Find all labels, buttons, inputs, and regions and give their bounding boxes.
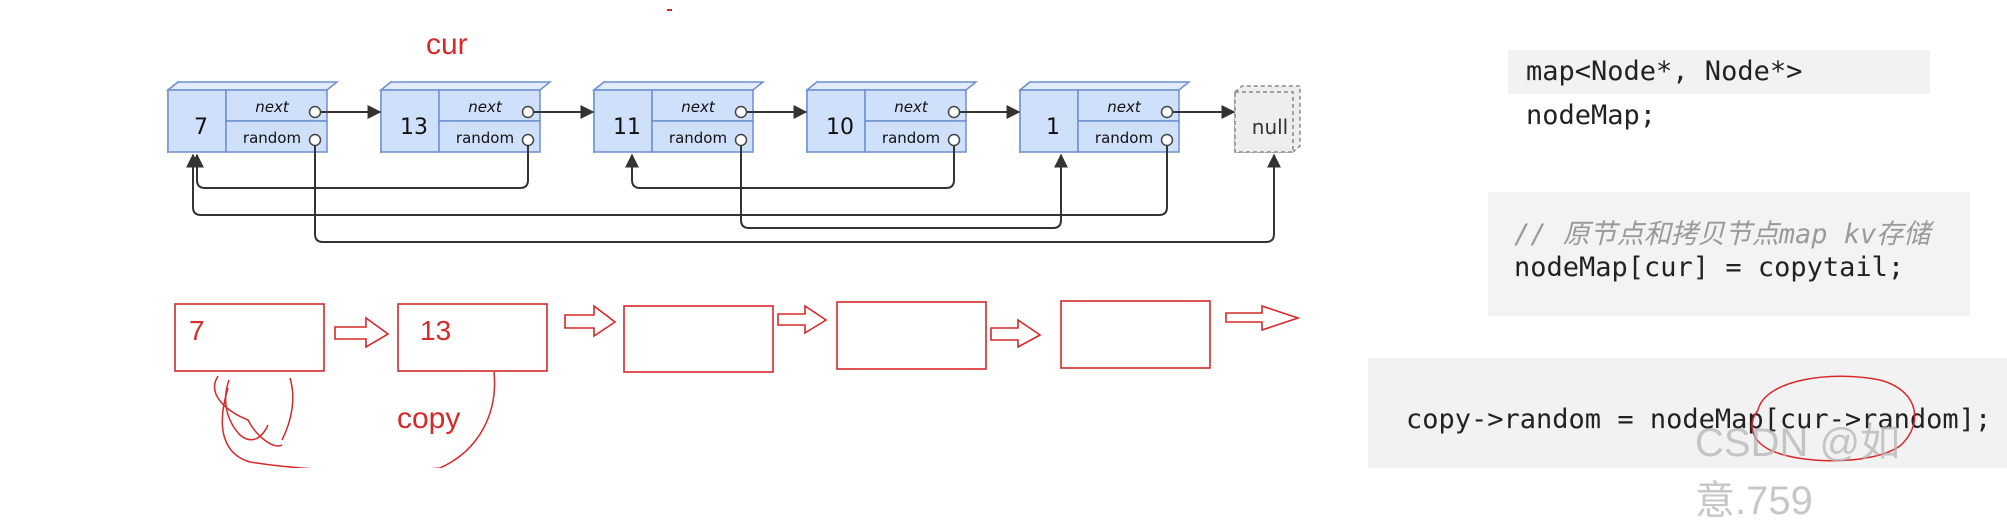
copy-value: 13: [420, 315, 451, 346]
random-label: random: [456, 129, 514, 147]
null-label: null: [1252, 115, 1288, 139]
code-block-random: copy->random = nodeMap[cur->random];: [1368, 358, 2007, 468]
null-node: null: [1234, 85, 1301, 153]
node-0: 7 next random: [165, 80, 340, 154]
code-block-declaration: map<Node*, Node*> nodeMap;: [1508, 50, 1930, 131]
cur-label: cur: [426, 28, 468, 61]
linked-list-diagram: cur 7 next random 13 next random 11 next…: [165, 9, 1301, 468]
handdrawn-scribbles: [213, 371, 496, 468]
red-circle-annotation: [1751, 375, 1916, 462]
node-value: 13: [400, 115, 428, 140]
random-label: random: [1095, 129, 1153, 147]
node-value: 7: [194, 115, 208, 140]
copy-value: 7: [189, 315, 205, 346]
random-arrows: [186, 146, 1281, 243]
next-label: next: [681, 98, 716, 116]
next-label: next: [894, 98, 929, 116]
copy-box-2: [623, 305, 774, 373]
code-block-store: // 原节点和拷贝节点map kv存储 nodeMap[cur] = copyt…: [1488, 192, 1970, 316]
node-4: 1 next random: [1017, 80, 1192, 154]
copy-arrows: [334, 304, 1301, 349]
random-label: random: [243, 129, 301, 147]
code-line: map<Node*, Node*> nodeMap;: [1526, 56, 1803, 131]
next-label: next: [1107, 98, 1142, 116]
watermark: CSDN @如意.759: [1695, 421, 1901, 523]
code-comment: // 原节点和拷贝节点map kv存储: [1514, 219, 1931, 250]
copy-boxes: [174, 300, 1211, 373]
node-value: 11: [613, 115, 641, 140]
node-2: 11 next random: [591, 80, 766, 154]
node-value: 1: [1046, 115, 1060, 140]
code-line: nodeMap[cur] = copytail;: [1514, 252, 1905, 283]
copy-box-4: [1060, 300, 1211, 369]
copy-box-0: [174, 303, 325, 372]
copy-box-3: [836, 301, 987, 370]
copy-label: copy: [397, 402, 460, 435]
node-1: 13 next random: [378, 80, 553, 154]
random-label: random: [669, 129, 727, 147]
code-line: copy->random = nodeMap[cur->random];: [1406, 404, 1992, 435]
next-label: next: [255, 98, 290, 116]
node-3: 10 next random: [804, 80, 979, 154]
next-label: next: [468, 98, 503, 116]
random-label: random: [882, 129, 940, 147]
node-value: 10: [826, 115, 854, 140]
copy-box-1: [397, 303, 548, 372]
